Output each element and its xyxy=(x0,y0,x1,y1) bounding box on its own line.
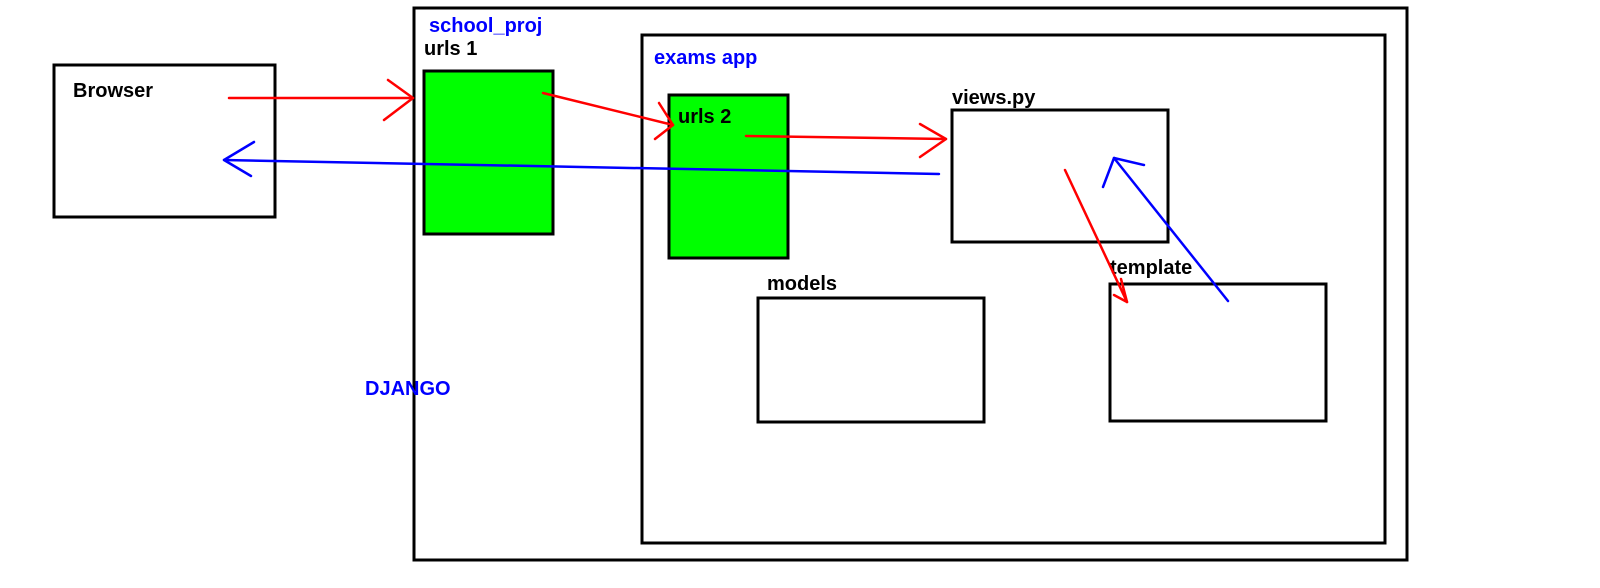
request-arrow-browser-to-urls1 xyxy=(227,78,415,122)
models-label: models xyxy=(767,273,837,295)
urls2-box xyxy=(667,93,790,260)
request-arrow-urls1-to-urls2 xyxy=(541,91,675,141)
template-box xyxy=(1108,282,1328,423)
app-label: exams app xyxy=(654,47,757,69)
urls2-label: urls 2 xyxy=(678,106,731,128)
views-label: views.py xyxy=(952,87,1036,109)
template-label: template xyxy=(1110,257,1192,279)
views-box xyxy=(950,108,1170,244)
browser-box xyxy=(52,63,277,219)
response-arrow-views-to-browser xyxy=(222,140,941,178)
request-arrow-views-to-template xyxy=(1063,168,1129,304)
project-label: school_proj xyxy=(429,15,542,37)
framework-label: DJANGO xyxy=(365,378,451,400)
browser-label: Browser xyxy=(73,80,153,102)
urls1-label: urls 1 xyxy=(424,38,477,60)
urls1-box xyxy=(422,69,555,236)
request-arrow-urls2-to-views xyxy=(744,122,948,159)
models-box xyxy=(756,296,986,424)
response-arrow-template-to-views xyxy=(1101,156,1230,303)
